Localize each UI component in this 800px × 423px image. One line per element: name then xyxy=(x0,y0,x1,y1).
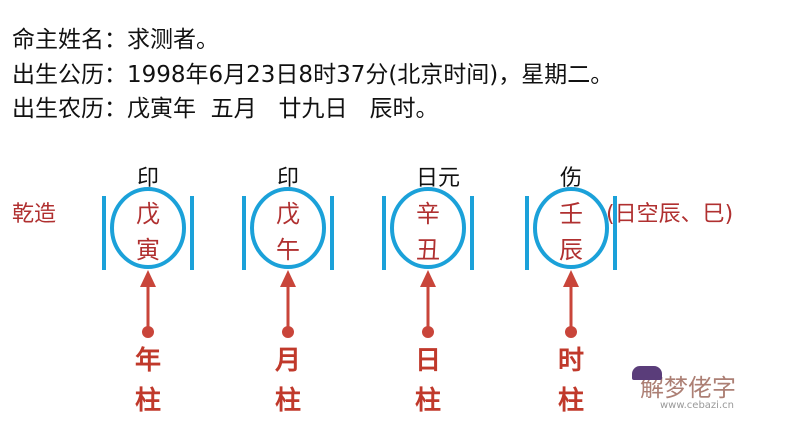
watermark-url: www.cebazi.cn xyxy=(660,400,734,411)
pillar-label: 日 xyxy=(414,346,441,376)
hat-icon xyxy=(632,366,662,380)
pillar-label: 月 xyxy=(274,346,301,376)
info-solar-date: 出生公历：1998年6月23日8时37分(北京时间)，星期二。 xyxy=(12,62,614,88)
pillar-label: 柱 xyxy=(557,386,584,416)
arrow-head-icon xyxy=(140,270,156,287)
gender-label: 乾造 xyxy=(12,202,57,227)
earthly-branch: 辰 xyxy=(559,236,583,264)
pillar-label: 年 xyxy=(134,346,161,376)
pillar-circle xyxy=(110,187,186,269)
void-note: (日空辰、巳) xyxy=(606,202,734,227)
arrow-dot xyxy=(142,326,154,338)
pillar-circle xyxy=(250,187,326,269)
info-lunar-date: 出生农历：戊寅年 五月 廿九日 辰时。 xyxy=(12,96,439,122)
pillar-label: 时 xyxy=(557,346,584,376)
info-name: 命主姓名：求测者。 xyxy=(12,27,219,53)
pillar-circle xyxy=(390,187,466,269)
pillar-label: 柱 xyxy=(134,386,161,416)
ten-god-label: 日元 xyxy=(415,166,460,191)
heavenly-stem: 戊 xyxy=(276,200,300,228)
pillar-label: 柱 xyxy=(274,386,301,416)
heavenly-stem: 戊 xyxy=(136,200,160,228)
heavenly-stem: 辛 xyxy=(416,200,440,228)
heavenly-stem: 壬 xyxy=(559,200,583,228)
arrow-dot xyxy=(565,326,577,338)
arrow-head-icon xyxy=(563,270,579,287)
ten-god-label: 印 xyxy=(276,166,299,191)
arrow-head-icon xyxy=(420,270,436,287)
ten-god-label: 印 xyxy=(136,166,159,191)
earthly-branch: 寅 xyxy=(136,236,160,264)
earthly-branch: 午 xyxy=(276,236,300,264)
arrow-dot xyxy=(422,326,434,338)
arrow-head-icon xyxy=(280,270,296,287)
earthly-branch: 丑 xyxy=(416,236,440,264)
pillar-circle xyxy=(533,187,609,269)
ten-god-label: 伤 xyxy=(559,166,582,191)
pillar-label: 柱 xyxy=(414,386,441,416)
arrow-dot xyxy=(282,326,294,338)
